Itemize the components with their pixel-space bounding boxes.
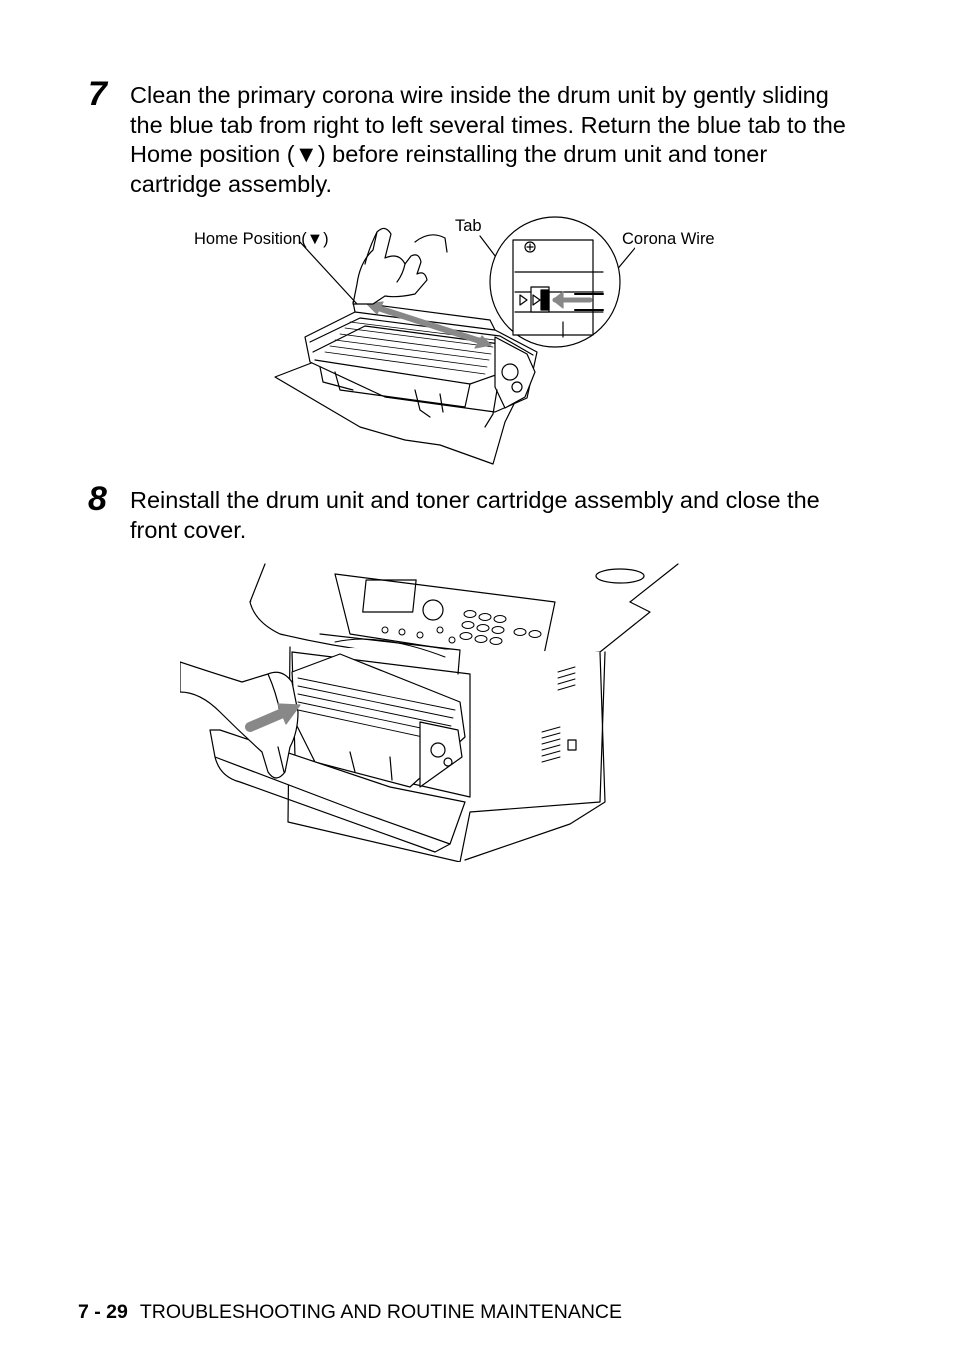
drum-unit-illustration [274,216,635,465]
corona-wire-label: Corona Wire [622,230,715,248]
step-text: Clean the primary corona wire inside the… [130,82,846,197]
step-number: 7 [88,75,107,113]
home-position-label: Home Position(▼) [194,230,329,248]
tab-label: Tab [455,217,482,235]
page-number: 7 - 29 [78,1301,128,1323]
step-text: Reinstall the drum unit and toner cartri… [130,487,820,543]
machine-reinstall-illustration [180,563,679,862]
step-number: 8 [88,480,107,518]
section-title: TROUBLESHOOTING AND ROUTINE MAINTENANCE [139,1301,623,1323]
page-footer: 7 - 29 TROUBLESHOOTING AND ROUTINE MAINTE… [78,1301,622,1323]
